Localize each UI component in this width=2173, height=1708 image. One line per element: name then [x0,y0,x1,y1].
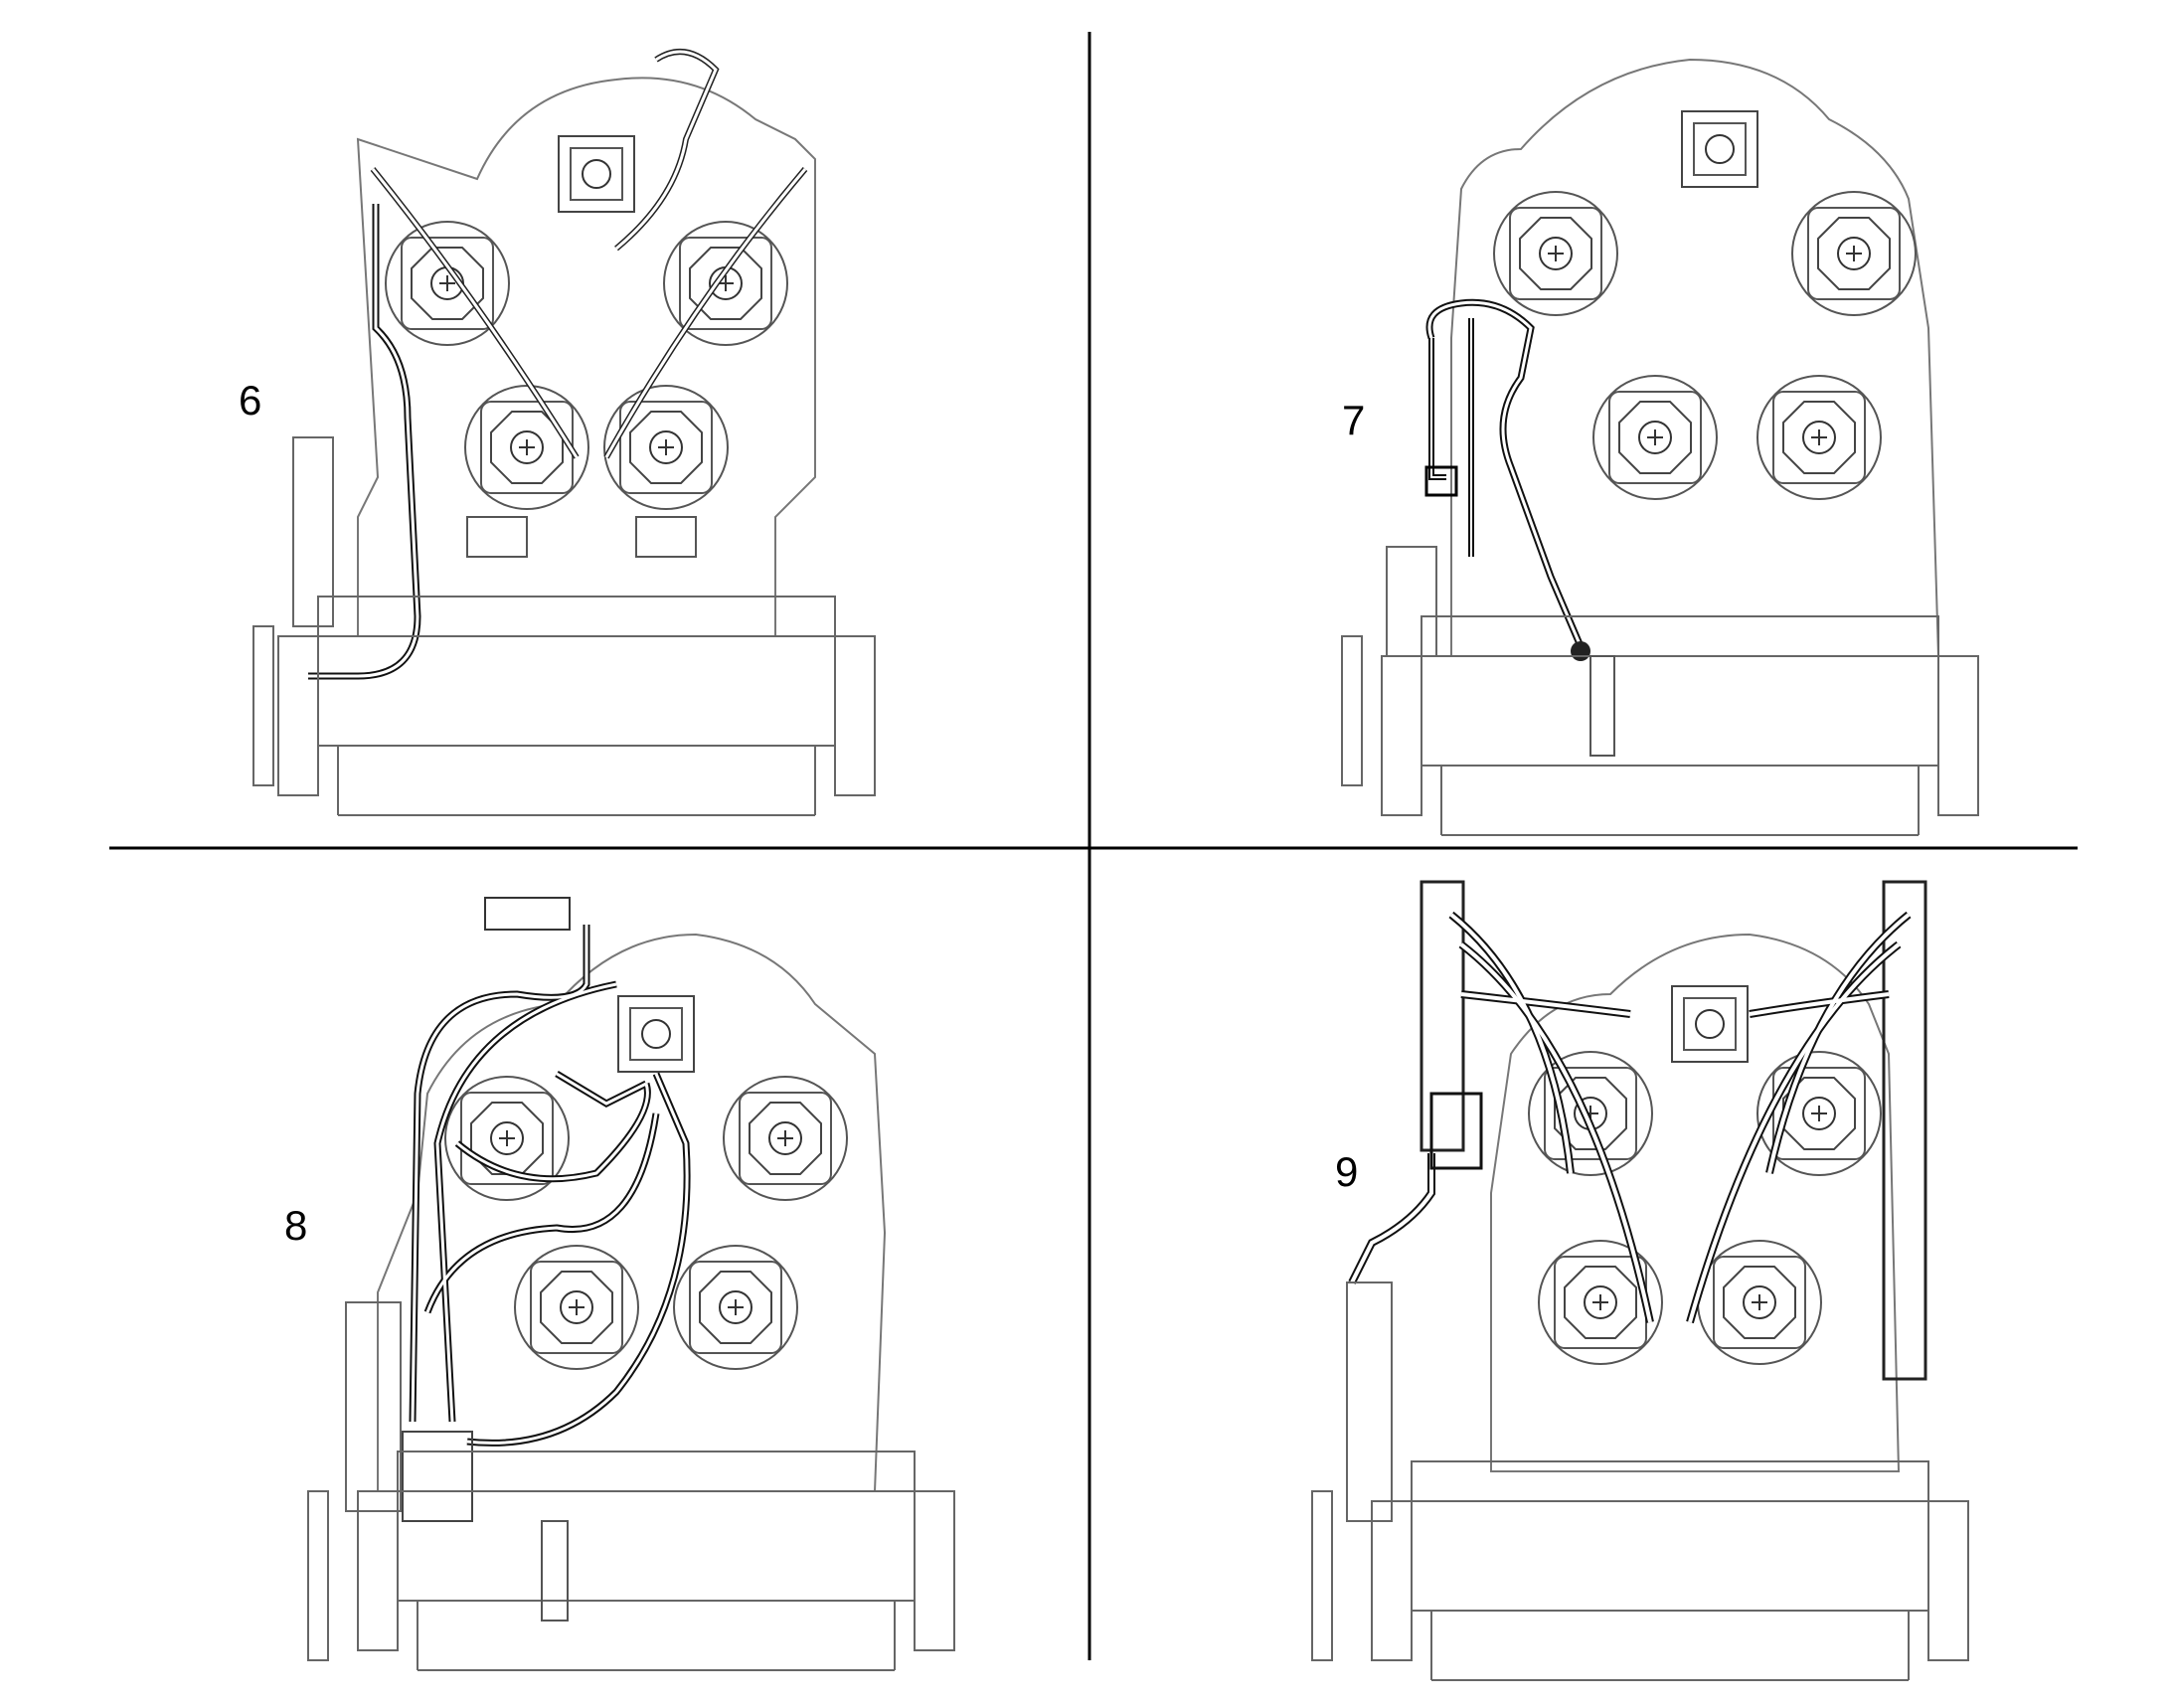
panel-step-6-drawing [252,49,876,816]
step-number-6: 6 [239,377,262,424]
step-number-9: 9 [1335,1148,1359,1195]
panel-step-9-drawing [1311,880,1969,1681]
step-number-8: 8 [284,1202,308,1249]
quadrant-dividers [109,32,2078,1660]
step-number-7: 7 [1342,397,1366,443]
panel-step-8-drawing [307,897,955,1671]
panel-step-7-drawing [1341,58,1979,836]
